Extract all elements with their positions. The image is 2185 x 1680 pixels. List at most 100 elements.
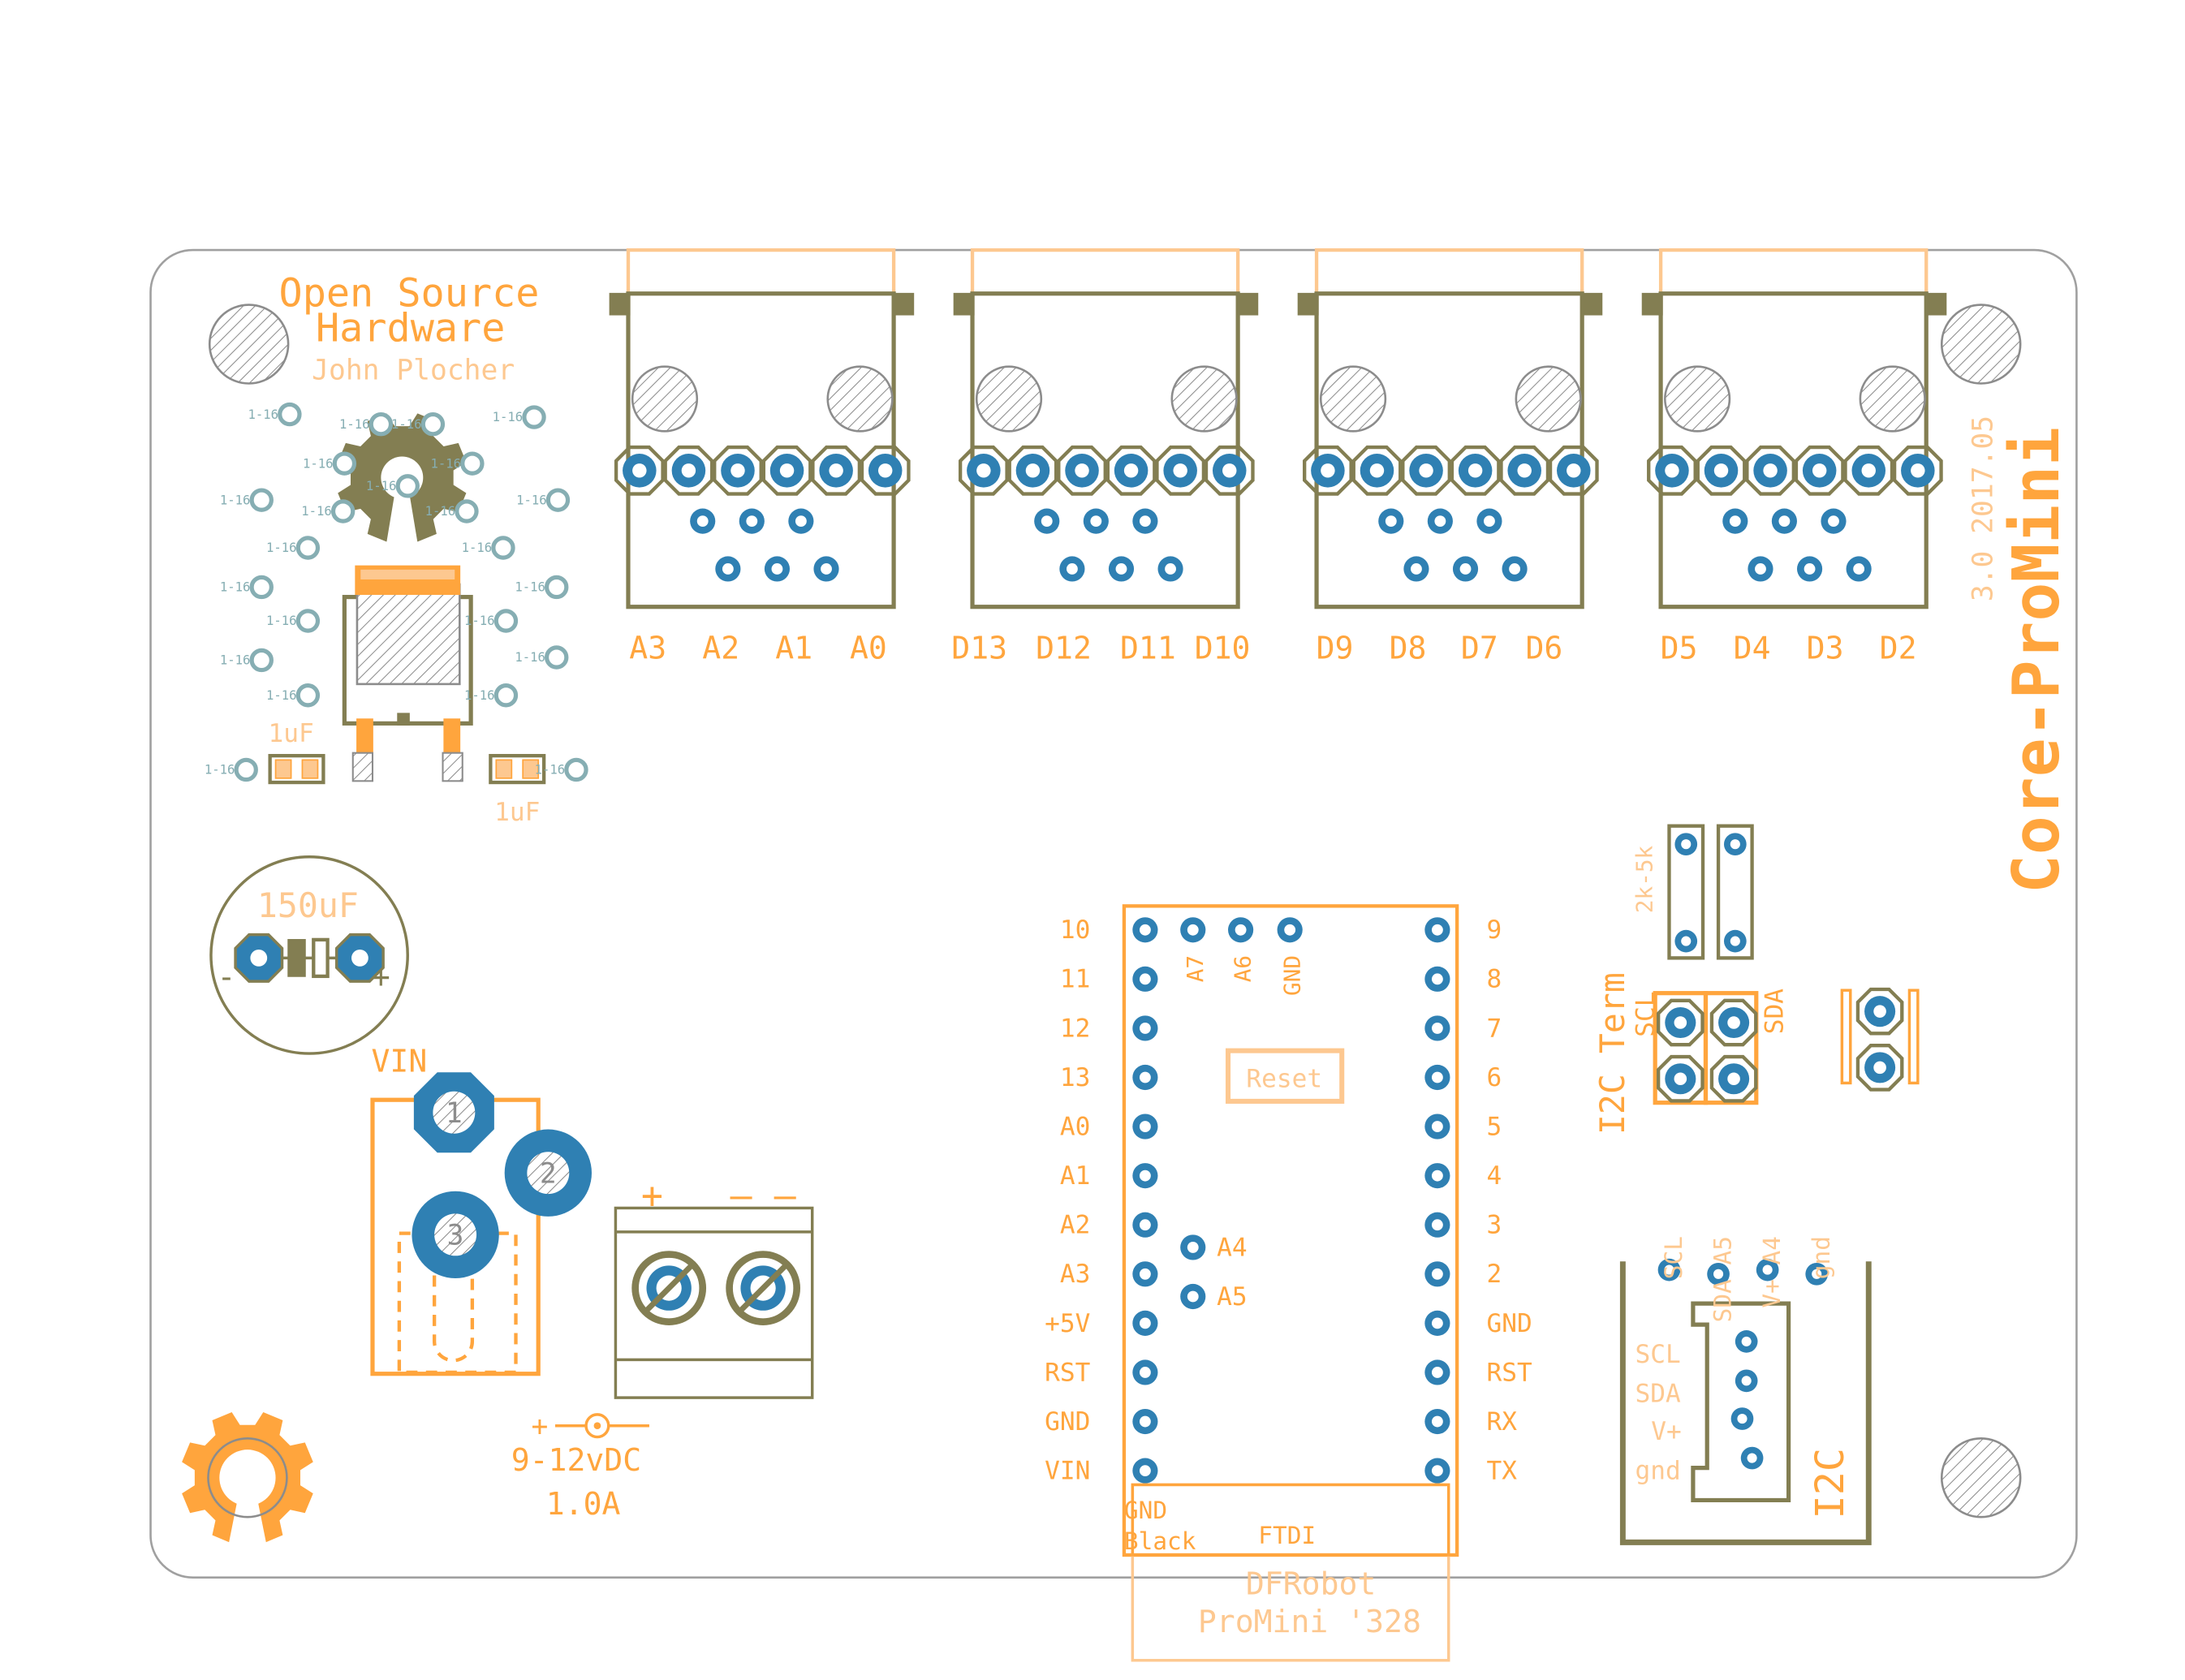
- vin-connector-keepout: [397, 1231, 518, 1375]
- terminal-plus-label: +: [641, 1174, 663, 1217]
- via: 1-16: [515, 575, 569, 600]
- capacitor-body: [268, 753, 325, 785]
- via-layer-label: 1-16: [248, 407, 278, 422]
- pad-outline: [1745, 445, 1795, 496]
- via: 1-16: [248, 402, 302, 427]
- pad-drill: [1090, 515, 1102, 528]
- via-ring: [249, 648, 274, 673]
- promini-pin-label-right: 9: [1486, 915, 1502, 945]
- promini-pin-label-left: 11: [1060, 965, 1091, 994]
- via: 1-16: [464, 609, 519, 633]
- pad-drill: [1763, 463, 1778, 478]
- via-ring: [395, 474, 420, 498]
- pullup-value-label: 2k-5k: [1631, 845, 1658, 913]
- jumper-pad: [1855, 1044, 1904, 1092]
- port-pin-label: D10: [1195, 631, 1251, 666]
- via: 1-16: [493, 405, 546, 429]
- port-housing-outline: [970, 248, 1240, 295]
- via-ring: [249, 488, 274, 512]
- port-pin-pad: [761, 445, 812, 496]
- pad-drill: [1681, 839, 1692, 850]
- pad-drill: [1812, 1269, 1822, 1279]
- port-pin-label: A0: [850, 631, 887, 666]
- oshw-gear-hole: [219, 1450, 276, 1506]
- pad-outline: [1155, 445, 1206, 496]
- via: 1-16: [515, 645, 569, 670]
- port-aux-pad: [1083, 508, 1109, 534]
- port-pin-pad: [1155, 445, 1206, 496]
- pad-drill: [681, 463, 696, 478]
- pad-drill: [1727, 1016, 1740, 1029]
- pad-drill: [1139, 515, 1151, 528]
- port-aux-pad: [1748, 556, 1773, 582]
- terminal-screw: [726, 1251, 801, 1325]
- i2c-side-label: SDA: [1636, 1379, 1681, 1408]
- via-ring: [249, 575, 274, 600]
- ftdi-gnd-label: GND: [1124, 1497, 1167, 1524]
- pad-outline: [1007, 445, 1058, 496]
- i2c-housing-pad: [1730, 1407, 1754, 1430]
- port-aux-pad: [1059, 556, 1085, 582]
- pad-outline: [1401, 445, 1451, 496]
- pad-drill: [1681, 936, 1692, 946]
- port-pin-pad: [1548, 445, 1599, 496]
- promini-pin-right: [1424, 1163, 1450, 1189]
- promini-pin-label-right: 5: [1486, 1112, 1502, 1141]
- via: 1-16: [366, 474, 420, 498]
- promini-pin-right: [1424, 966, 1450, 992]
- pad-drill: [1431, 1219, 1443, 1231]
- pad-drill: [632, 463, 647, 478]
- port-body: [626, 291, 896, 610]
- module-name-line-1: DFRobot: [1246, 1566, 1376, 1601]
- pad-drill: [1431, 1465, 1443, 1477]
- pad-drill: [1284, 924, 1296, 936]
- pad-drill: [1139, 1367, 1151, 1378]
- promini-pin-label-left: VIN: [1045, 1456, 1090, 1485]
- jumper-bracket: [1840, 989, 1852, 1085]
- oshw-gear-notch: [227, 1492, 268, 1549]
- via-ring: [295, 683, 321, 708]
- pad-drill: [1235, 924, 1247, 936]
- pad-outline: [1303, 445, 1353, 496]
- pad-drill: [1411, 563, 1422, 575]
- polarity-minus: -: [218, 959, 236, 995]
- port-aux-pad: [1034, 508, 1060, 534]
- via-ring: [295, 536, 321, 560]
- vin-pin-3: 3: [412, 1191, 499, 1278]
- i2c-connector-outline: [1619, 1261, 1872, 1545]
- via-layer-label: 1-16: [220, 580, 250, 595]
- vin-connector-slot: [432, 1275, 475, 1363]
- pad-drill: [1139, 1317, 1151, 1329]
- oshw-line-1: Open Source: [279, 270, 540, 316]
- promini-pin-right: [1424, 917, 1450, 943]
- i2c-header-pad: [1657, 1258, 1681, 1282]
- promini-outline: [1122, 904, 1459, 1557]
- port-housing-outline: [626, 248, 896, 295]
- port-tab: [609, 292, 631, 316]
- oshw-logo-bottom: [182, 1411, 313, 1549]
- oshw-gear-notch: [385, 491, 420, 551]
- jumper-pad: [1709, 1054, 1758, 1103]
- pad-outline: [958, 445, 1009, 496]
- promini-pin-left: [1132, 1114, 1158, 1139]
- promini-pin-label-right: 3: [1486, 1211, 1502, 1240]
- promini-pin-label-left: +5V: [1045, 1309, 1090, 1338]
- port-pin-label: D2: [1880, 631, 1917, 666]
- pad-drill: [1665, 463, 1679, 478]
- capacitor-value: 1uF: [494, 798, 540, 827]
- promini-pin-label-right: RX: [1486, 1407, 1517, 1437]
- promini-pin-right: [1424, 1212, 1450, 1238]
- pad-outline: [1855, 1044, 1904, 1092]
- i2c-housing-pad: [1740, 1446, 1764, 1470]
- reset-button-outline: [1225, 1048, 1345, 1104]
- via-ring: [493, 609, 519, 633]
- pad-outline: [1057, 445, 1107, 496]
- capacitor-pad: [274, 759, 292, 779]
- pad-drill: [1812, 463, 1827, 478]
- port-pin-label: A3: [629, 631, 666, 666]
- via-ring: [545, 575, 569, 600]
